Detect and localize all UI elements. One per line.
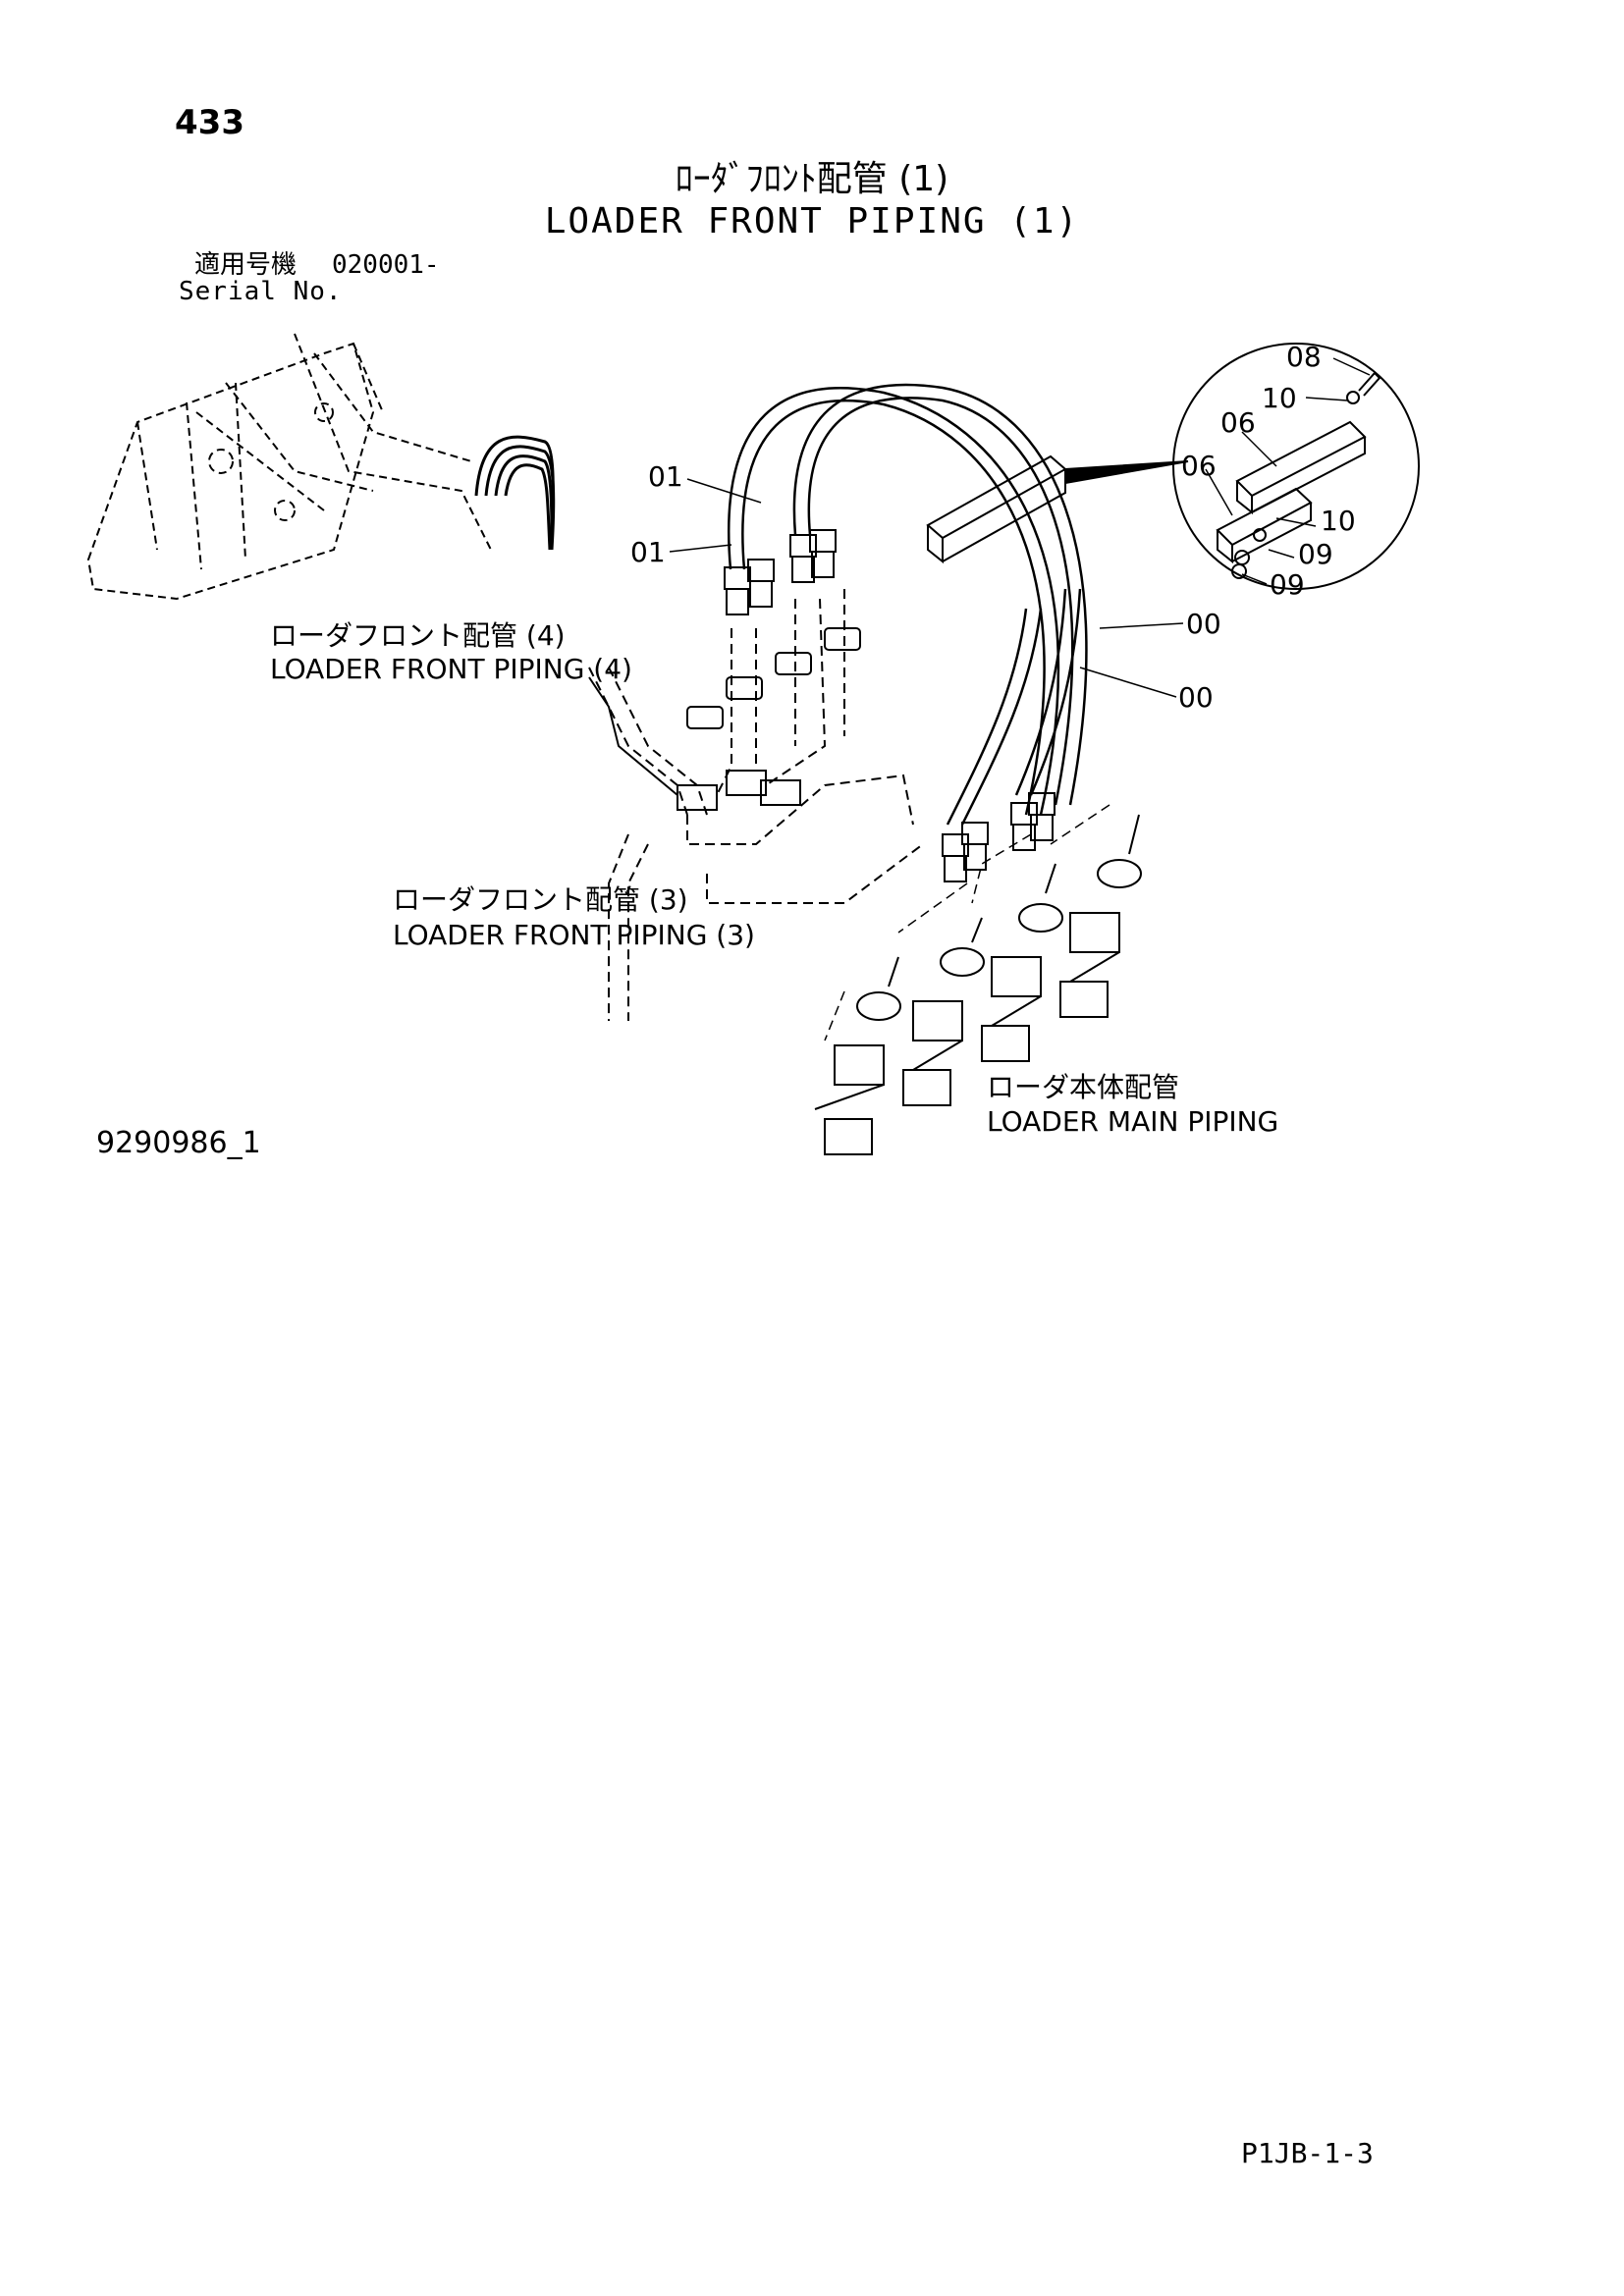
label-piping3: LOADER FRONT PIPING (3) [393,919,755,951]
top-fittings [724,529,837,615]
label-main-piping-jp: ローダ本体配管 [987,1071,1180,1103]
piping4-blocks [588,627,861,811]
callout-06: 06 [1181,450,1217,482]
bottom-fittings [942,792,1056,882]
callout-00: 00 [1178,681,1214,714]
main-piping-dashed [824,804,1110,1041]
detail-parts [1216,371,1381,579]
label-piping4: LOADER FRONT PIPING (4) [270,653,632,685]
callout-01: 01 [630,536,666,568]
callout-01: 01 [648,460,683,493]
clamp-bar [926,454,1189,564]
piping4-assembly [588,589,924,1021]
main-piping-assembly [814,814,1142,1155]
page-title-jp: ﾛｰﾀﾞﾌﾛﾝﾄ配管 (1) [675,159,949,199]
hose-arches [728,383,1088,826]
detail-circle [1172,343,1420,590]
label-main-piping: LOADER MAIN PIPING [987,1105,1279,1138]
machine-thumbnail [86,333,492,601]
callout-10: 10 [1321,505,1356,537]
thumbnail-hoses [474,435,556,551]
leader-lines [669,357,1371,698]
label-piping3-jp: ローダフロント配管 (3) [393,883,688,916]
callout-09: 09 [1298,538,1333,570]
callout-08: 08 [1286,341,1322,373]
serial-label-jp: 適用号機 [194,250,298,280]
page-title: LOADER FRONT PIPING (1) [544,201,1080,241]
page-code: P1JB-1-3 [1241,2137,1374,2169]
serial-label: Serial No. [179,277,343,306]
serial-value: 020001- [332,250,440,280]
callout-09: 09 [1270,568,1305,601]
callout-00: 00 [1186,608,1221,640]
callout-10: 10 [1262,382,1297,414]
drawing-id: 9290986_1 [96,1126,261,1160]
callout-06: 06 [1220,406,1256,439]
page-number: 433 [175,103,244,142]
label-piping4-jp: ローダフロント配管 (4) [270,619,566,652]
